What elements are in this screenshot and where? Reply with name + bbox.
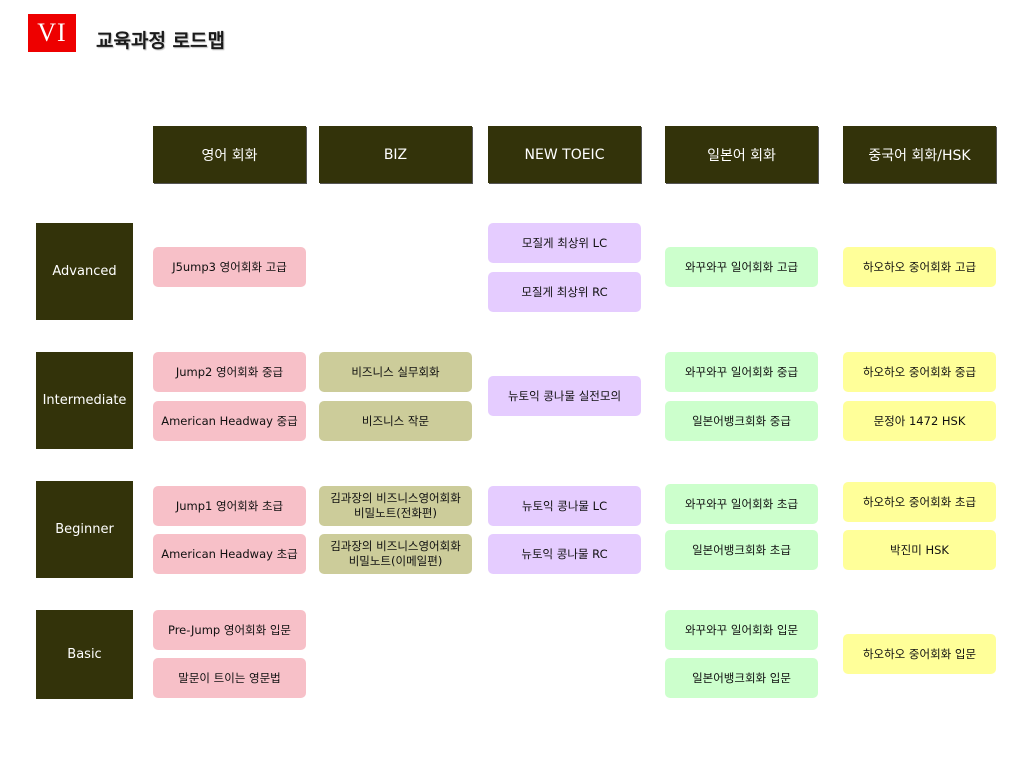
course-advanced-toeic-rc: 모질게 최상위 RC	[488, 272, 641, 312]
course-basic-chinese: 하오하오 중어회화 입문	[843, 634, 996, 674]
course-beginner-biz-2-line2: 비밀노트(이메일편)	[348, 554, 443, 568]
course-beginner-chinese-2: 박진미 HSK	[843, 530, 996, 570]
course-advanced-english: J5ump3 영어회화 고급	[153, 247, 306, 287]
course-intermediate-biz-1: 비즈니스 실무회화	[319, 352, 472, 392]
course-beginner-biz-1: 김과장의 비즈니스영어회화 비밀노트(전화편)	[319, 486, 472, 526]
course-beginner-japanese-2: 일본어뱅크회화 초급	[665, 530, 818, 570]
course-beginner-biz-2-line1: 김과장의 비즈니스영어회화	[330, 539, 461, 554]
course-advanced-toeic-lc: 모질게 최상위 LC	[488, 223, 641, 263]
page-title: 교육과정 로드맵	[96, 30, 225, 52]
course-intermediate-chinese-1: 하오하오 중어회화 중급	[843, 352, 996, 392]
course-intermediate-english-1: Jump2 영어회화 중급	[153, 352, 306, 392]
course-intermediate-toeic: 뉴토익 콩나물 실전모의	[488, 376, 641, 416]
column-header-new-toeic: NEW TOEIC	[488, 126, 641, 183]
course-advanced-chinese: 하오하오 중어회화 고급	[843, 247, 996, 287]
course-intermediate-english-2: American Headway 중급	[153, 401, 306, 441]
course-beginner-chinese-1: 하오하오 중어회화 초급	[843, 482, 996, 522]
course-basic-english-1: Pre-Jump 영어회화 입문	[153, 610, 306, 650]
course-beginner-biz-1-line2: 비밀노트(전화편)	[353, 506, 438, 520]
course-intermediate-biz-2: 비즈니스 작문	[319, 401, 472, 441]
course-advanced-japanese: 와꾸와꾸 일어회화 고급	[665, 247, 818, 287]
column-header-english: 영어 회화	[153, 126, 306, 183]
course-basic-japanese-2: 일본어뱅크회화 입문	[665, 658, 818, 698]
column-header-japanese: 일본어 회화	[665, 126, 818, 183]
level-intermediate: Intermediate	[36, 352, 133, 449]
column-header-chinese: 중국어 회화/HSK	[843, 126, 996, 183]
course-basic-english-2: 말문이 트이는 영문법	[153, 658, 306, 698]
course-intermediate-japanese-2: 일본어뱅크회화 중급	[665, 401, 818, 441]
course-intermediate-japanese-1: 와꾸와꾸 일어회화 중급	[665, 352, 818, 392]
section-number-badge: VI	[28, 14, 76, 52]
level-beginner: Beginner	[36, 481, 133, 578]
course-beginner-toeic-lc: 뉴토익 콩나물 LC	[488, 486, 641, 526]
level-basic: Basic	[36, 610, 133, 699]
course-beginner-japanese-1: 와꾸와꾸 일어회화 초급	[665, 484, 818, 524]
course-beginner-biz-1-line1: 김과장의 비즈니스영어회화	[330, 491, 461, 506]
column-header-biz: BIZ	[319, 126, 472, 183]
course-intermediate-chinese-2: 문정아 1472 HSK	[843, 401, 996, 441]
course-beginner-english-1: Jump1 영어회화 초급	[153, 486, 306, 526]
course-beginner-english-2: American Headway 초급	[153, 534, 306, 574]
course-beginner-toeic-rc: 뉴토익 콩나물 RC	[488, 534, 641, 574]
course-beginner-biz-2: 김과장의 비즈니스영어회화 비밀노트(이메일편)	[319, 534, 472, 574]
level-advanced: Advanced	[36, 223, 133, 320]
course-basic-japanese-1: 와꾸와꾸 일어회화 입문	[665, 610, 818, 650]
